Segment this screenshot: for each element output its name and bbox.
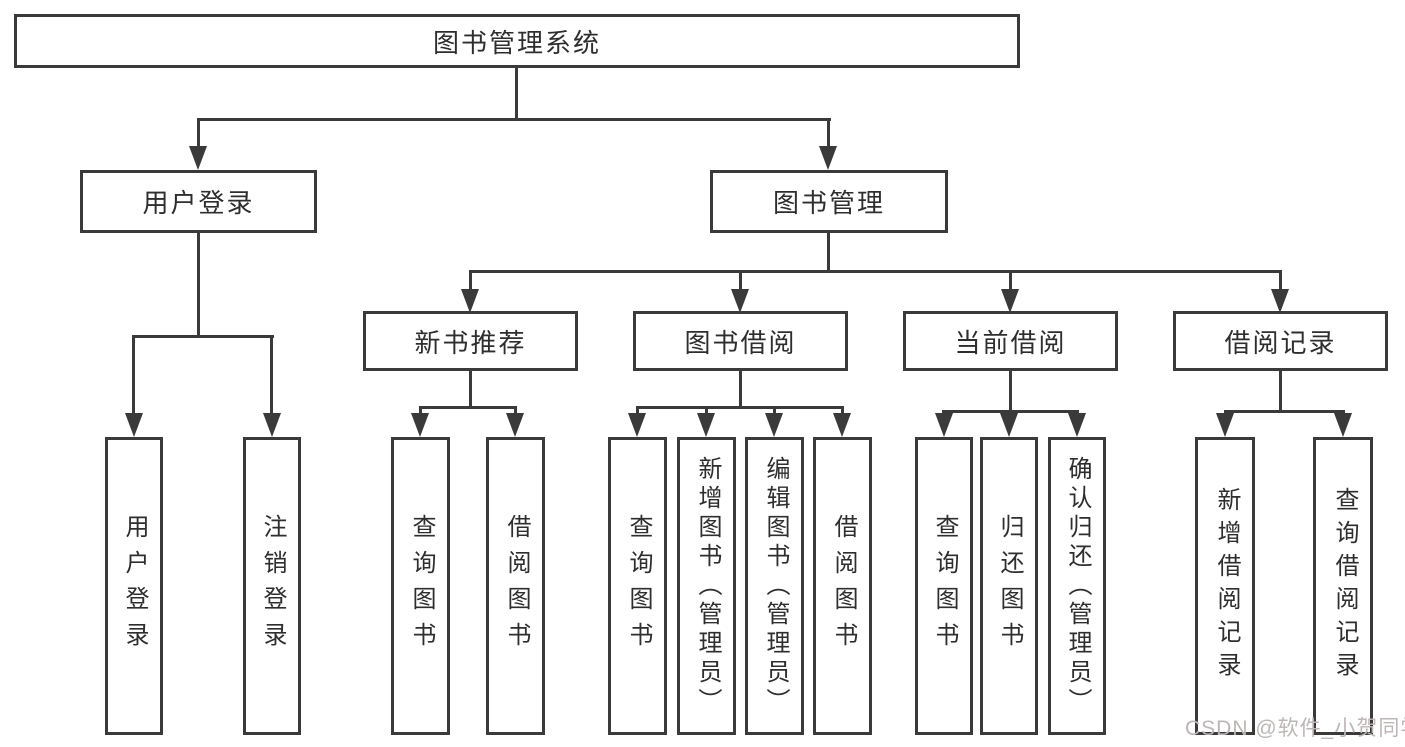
connector-drop xyxy=(705,406,708,416)
node-borrow-records: 借阅记录 xyxy=(1173,311,1388,371)
arrow-down-icon xyxy=(1334,413,1352,437)
leaf-current-return-books: 归还图书 xyxy=(980,437,1038,735)
leaf-user-login: 用户登录 xyxy=(105,437,163,735)
connector-user-stem xyxy=(197,233,200,338)
connector-newbooks-rail xyxy=(420,406,516,409)
leaf-current-confirm-return-admin: 确认归还（管理员） xyxy=(1048,437,1106,735)
connector-newbooks-stem xyxy=(469,371,472,409)
connector-drop-book-borrow xyxy=(739,270,742,292)
connector-drop-leaf-login xyxy=(132,335,135,415)
arrow-down-icon xyxy=(1271,289,1289,313)
leaf-records-add-record: 新增借阅记录 xyxy=(1195,437,1255,735)
connector-drop-borrow-records xyxy=(1279,270,1282,292)
leaf-borrow-add-books-admin: 新增图书（管理员） xyxy=(677,437,736,735)
connector-drop-new-books xyxy=(469,270,472,292)
connector-bookborrow-stem xyxy=(739,371,742,409)
connector-level3-rail xyxy=(469,270,1282,273)
node-library-system: 图书管理系统 xyxy=(14,14,1020,68)
arrow-down-icon xyxy=(1216,413,1234,437)
connector-management-stem xyxy=(827,233,830,273)
connector-records-rail xyxy=(1225,410,1345,413)
arrow-down-icon xyxy=(628,413,646,437)
leaf-borrow-borrow-books: 借阅图书 xyxy=(813,437,872,735)
arrow-down-icon xyxy=(506,413,524,437)
connector-root-stem xyxy=(515,68,518,121)
leaf-current-query-books: 查询图书 xyxy=(915,437,973,735)
arrow-down-icon xyxy=(1000,413,1018,437)
arrow-down-icon xyxy=(935,413,953,437)
connector-records-stem xyxy=(1279,371,1282,413)
leaf-newbooks-query-books: 查询图书 xyxy=(391,437,450,735)
connector-currentborrow-stem xyxy=(1009,371,1012,413)
connector-drop xyxy=(841,406,844,416)
arrow-down-icon xyxy=(1001,289,1019,313)
leaf-newbooks-borrow-books: 借阅图书 xyxy=(486,437,545,735)
node-user-login: 用户登录 xyxy=(80,170,317,233)
node-book-borrow: 图书借阅 xyxy=(633,311,848,371)
node-book-management: 图书管理 xyxy=(710,170,948,233)
leaf-logout: 注销登录 xyxy=(243,437,301,735)
connector-user-rail xyxy=(133,335,274,338)
connector-drop xyxy=(773,406,776,416)
arrow-down-icon xyxy=(731,289,749,313)
node-new-book-recommend: 新书推荐 xyxy=(363,311,578,371)
arrow-down-icon xyxy=(125,413,143,437)
connector-drop-book-management xyxy=(827,118,830,150)
node-current-borrow: 当前借阅 xyxy=(903,311,1118,371)
arrow-down-icon xyxy=(189,146,207,170)
arrow-down-icon xyxy=(1068,413,1086,437)
connector-bookborrow-rail xyxy=(637,406,844,409)
leaf-borrow-edit-books-admin: 编辑图书（管理员） xyxy=(745,437,804,735)
connector-drop xyxy=(419,406,422,416)
arrow-down-icon xyxy=(411,413,429,437)
leaf-records-query-record: 查询借阅记录 xyxy=(1313,437,1373,735)
connector-drop-user-login xyxy=(197,118,200,150)
arrow-down-icon xyxy=(833,413,851,437)
connector-level2-rail xyxy=(197,118,831,121)
connector-drop-leaf-logout xyxy=(270,335,273,415)
connector-currentborrow-rail xyxy=(944,410,1079,413)
arrow-down-icon xyxy=(697,413,715,437)
arrow-down-icon xyxy=(461,289,479,313)
connector-drop xyxy=(636,406,639,416)
leaf-borrow-query-books: 查询图书 xyxy=(608,437,667,735)
connector-drop-current-borrow xyxy=(1009,270,1012,292)
arrow-down-icon xyxy=(263,413,281,437)
csdn-watermark: CSDN @软件_小贺同学 xyxy=(1185,717,1405,740)
arrow-down-icon xyxy=(765,413,783,437)
connector-drop xyxy=(514,406,517,416)
arrow-down-icon xyxy=(819,146,837,170)
